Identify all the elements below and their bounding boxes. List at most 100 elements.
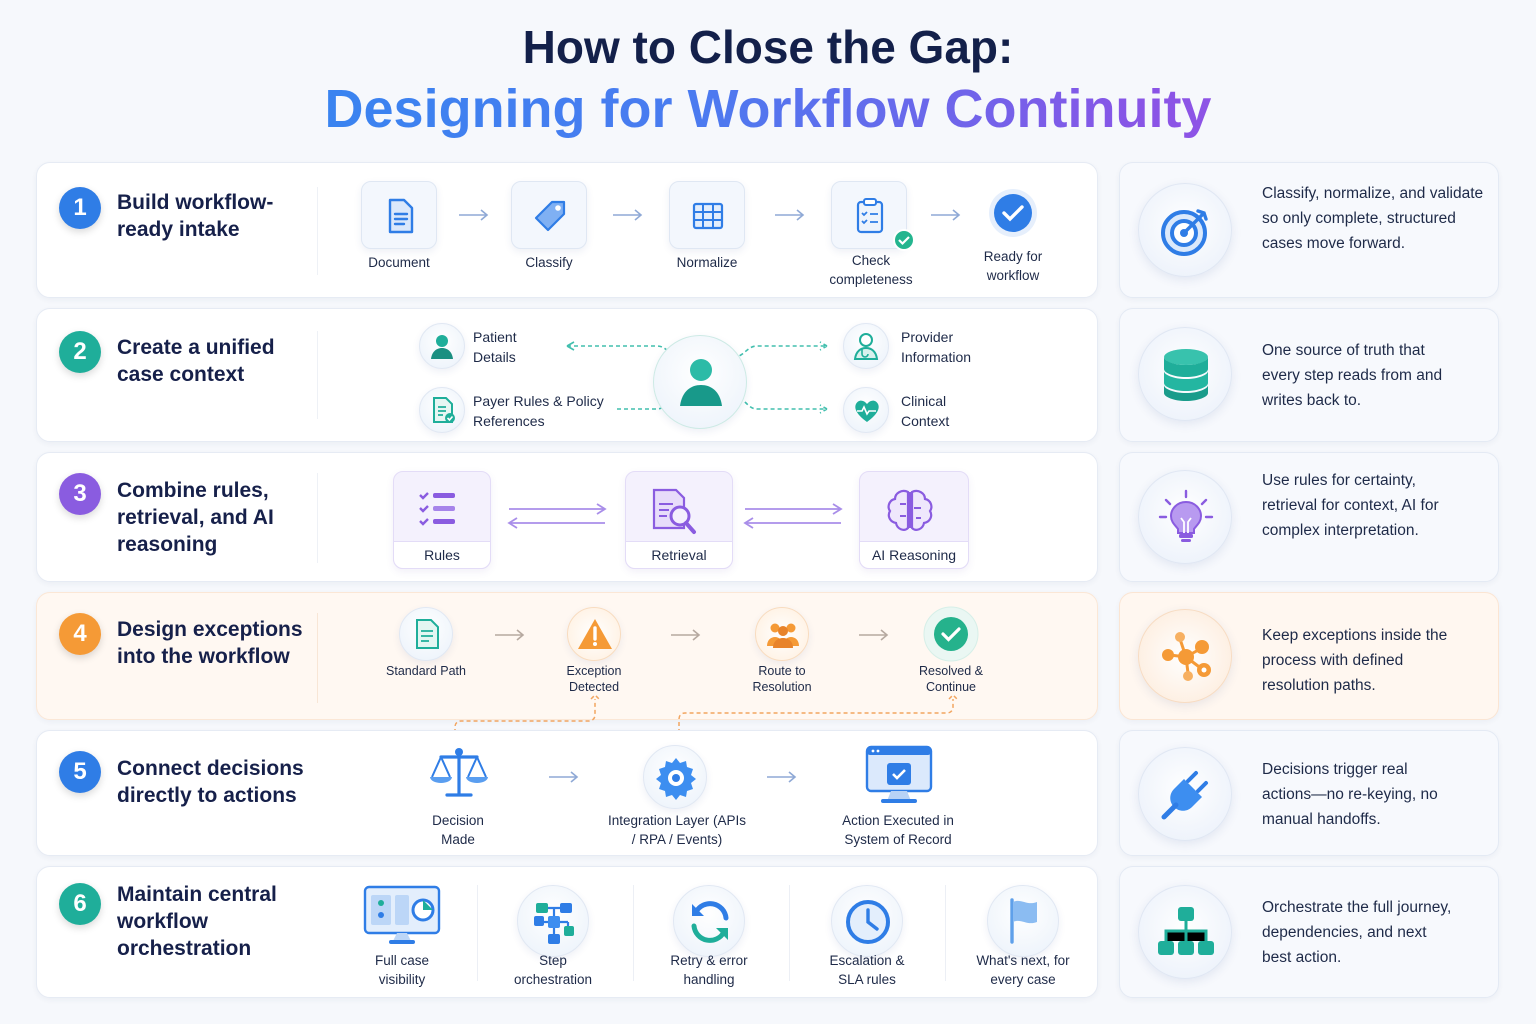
step-3-note: Use rules for certainty, retrieval for c… (1119, 452, 1499, 582)
provider-icon-badge (843, 323, 889, 369)
scales-icon (430, 748, 488, 797)
retrieval-card: Retrieval (625, 471, 733, 569)
exception-loop-connector (454, 693, 958, 733)
integration-badge (643, 745, 707, 809)
step-title: Design exceptions into the workflow (117, 618, 303, 668)
monitor-check-icon (865, 745, 933, 803)
resolved-check-icon (923, 606, 979, 662)
gear-icon (656, 758, 696, 800)
step-4-row: 4 Design exceptions into the workflow St… (36, 592, 1098, 733)
tag-icon (534, 200, 566, 232)
divider (789, 885, 790, 981)
step-1-row: 1 Build workflow-ready intake Document C… (36, 162, 1098, 298)
note-text: Keep exceptions inside the process with … (1262, 627, 1448, 694)
source-label: Clinical Context (901, 393, 950, 429)
document-icon (416, 619, 439, 649)
capability-label: Step orchestration (513, 953, 593, 987)
step-title: Build workflow-ready intake (117, 191, 274, 241)
payer-rules-icon-badge (419, 387, 465, 433)
arrow-right-icon (549, 771, 579, 783)
team-icon (767, 623, 799, 648)
note-text: Decisions trigger real actions—no re-key… (1262, 761, 1438, 828)
flow-label: Resolved & Continue (919, 664, 983, 694)
capability-label: Escalation & SLA rules (829, 953, 905, 987)
step-number-badge: 3 (59, 473, 101, 515)
lightbulb-icon (1158, 489, 1214, 542)
flowchart-icon (534, 903, 574, 944)
component-label: AI Reasoning (859, 541, 969, 569)
dashboard-monitor-icon (363, 885, 441, 944)
divider (317, 613, 318, 703)
note-icon-badge (1138, 885, 1232, 979)
step-title: Connect decisions directly to actions (117, 757, 304, 807)
note-icon-badge (1138, 327, 1232, 421)
step-3-row: 3 Combine rules, retrieval, and AI reaso… (36, 452, 1098, 582)
document-icon (388, 198, 414, 234)
flow-label: Decision Made (432, 813, 484, 847)
flow-label: Normalize (676, 255, 738, 270)
clinical-icon-badge (843, 387, 889, 433)
ready-check-icon (989, 189, 1037, 237)
rules-card: Rules (393, 471, 491, 569)
capability-label: Full case visibility (374, 953, 430, 987)
step-number-badge: 2 (59, 331, 101, 373)
clock-icon (846, 900, 890, 944)
flow-label: Classify (525, 255, 573, 270)
capability-label: Retry & error handling (670, 953, 748, 987)
note-text: Use rules for certainty, retrieval for c… (1262, 472, 1439, 539)
ai-reasoning-card: AI Reasoning (859, 471, 969, 569)
step-number-badge: 6 (59, 883, 101, 925)
document-search-icon (652, 488, 696, 534)
arrow-right-icon (459, 209, 489, 221)
arrow-right-icon (613, 209, 643, 221)
step-4-note: Keep exceptions inside the process with … (1119, 592, 1499, 720)
whats-next-badge (987, 885, 1059, 957)
warning-icon (578, 619, 612, 649)
capability-label: What's next, for every case (976, 953, 1070, 987)
divider (317, 187, 318, 275)
doctor-icon (853, 333, 879, 360)
document-tile (361, 181, 437, 249)
network-icon (1162, 632, 1211, 681)
bidirectional-arrows-icon (743, 503, 843, 529)
source-label: Provider Information (901, 329, 972, 365)
plug-icon (1161, 771, 1208, 820)
hierarchy-icon (1158, 907, 1214, 955)
divider (633, 885, 634, 981)
divider (945, 885, 946, 981)
note-icon-badge (1138, 747, 1232, 841)
clipboard-check-icon (856, 198, 884, 234)
arrow-right-icon (495, 629, 525, 641)
flow-label: Route to Resolution (752, 664, 812, 694)
source-label: Patient Details (473, 329, 517, 365)
step-title: Maintain central workflow orchestration (117, 883, 277, 960)
component-label: Retrieval (625, 541, 733, 569)
heart-pulse-icon (855, 400, 879, 422)
case-hub (653, 335, 747, 429)
flag-icon (1010, 898, 1037, 944)
page-title: How to Close the Gap: Designing for Work… (0, 18, 1536, 142)
note-text: One source of truth that every step read… (1262, 342, 1443, 409)
flow-label: Integration Layer (APIs / RPA / Events) (607, 813, 747, 847)
check-completeness-tile (831, 181, 907, 249)
arrow-right-icon (931, 209, 961, 221)
divider (317, 331, 318, 419)
retry-icon (691, 901, 729, 943)
step-6-note: Orchestrate the full journey, dependenci… (1119, 866, 1499, 998)
flow-label: Document (368, 255, 430, 270)
step-5-row: 5 Connect decisions directly to actions … (36, 730, 1098, 856)
flow-label: Exception Detected (566, 664, 622, 694)
bidirectional-arrows-icon (507, 503, 607, 529)
note-icon-badge (1138, 609, 1232, 703)
route-badge (755, 607, 809, 661)
step-number-badge: 1 (59, 187, 101, 229)
arrow-right-icon (775, 209, 805, 221)
step-number-badge: 5 (59, 751, 101, 793)
component-label: Rules (393, 541, 491, 569)
flow-label: Standard Path (386, 664, 466, 678)
normalize-tile (669, 181, 745, 249)
classify-tile (511, 181, 587, 249)
retry-badge (673, 885, 745, 957)
divider (477, 885, 478, 981)
target-icon (1161, 209, 1208, 256)
